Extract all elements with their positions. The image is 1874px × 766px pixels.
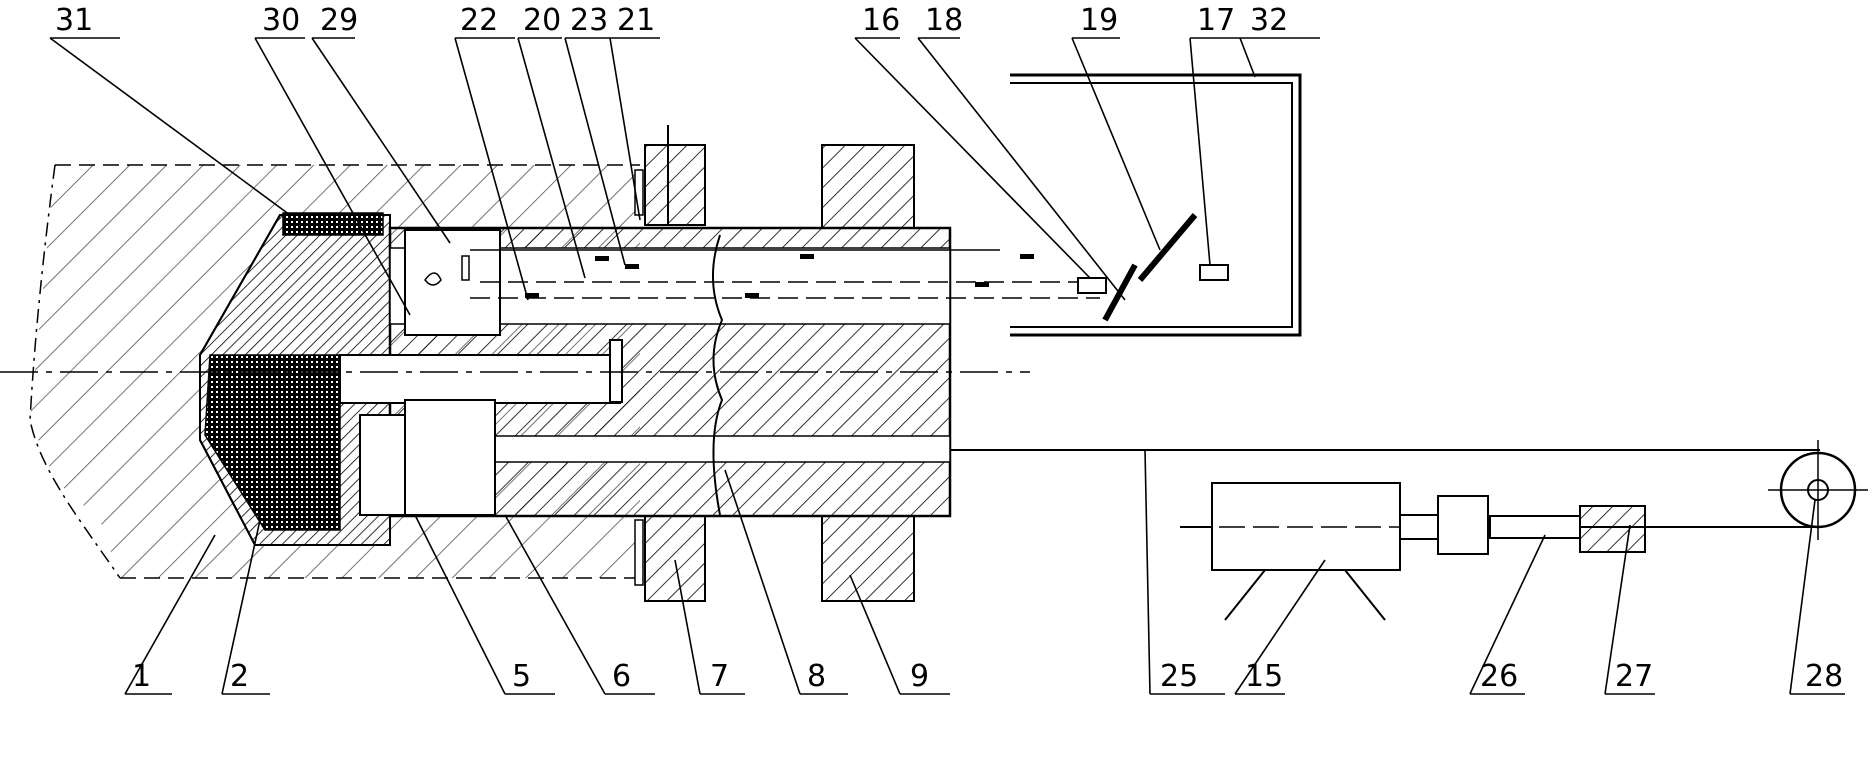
callout-label-6: 6 <box>612 659 631 694</box>
callout-label-25: 25 <box>1160 659 1198 694</box>
callout-label-16: 16 <box>862 3 900 38</box>
callout-label-23: 23 <box>570 3 608 38</box>
callout-leader-19 <box>1072 38 1160 250</box>
callout-label-31: 31 <box>55 3 93 38</box>
callout-label-29: 29 <box>320 3 358 38</box>
callout-label-19: 19 <box>1080 3 1118 38</box>
drive-assembly <box>950 440 1868 620</box>
callout-leader-25 <box>1145 450 1150 694</box>
receiver-housing <box>1010 75 1300 335</box>
callout-label-9: 9 <box>910 659 929 694</box>
callout-label-21: 21 <box>617 3 655 38</box>
callout-label-27: 27 <box>1615 659 1653 694</box>
callout-label-20: 20 <box>523 3 561 38</box>
callout-label-5: 5 <box>512 659 531 694</box>
callout-label-15: 15 <box>1245 659 1283 694</box>
callout-label-26: 26 <box>1480 659 1518 694</box>
callout-label-2: 2 <box>230 659 249 694</box>
callout-label-32: 32 <box>1250 3 1288 38</box>
callout-label-8: 8 <box>807 659 826 694</box>
callout-label-17: 17 <box>1197 3 1235 38</box>
callout-leader-32 <box>1240 38 1255 77</box>
callout-label-30: 30 <box>262 3 300 38</box>
callout-leader-17 <box>1190 38 1210 265</box>
callout-label-7: 7 <box>710 659 729 694</box>
callout-label-18: 18 <box>925 3 963 38</box>
callout-label-28: 28 <box>1805 659 1843 694</box>
callout-label-22: 22 <box>460 3 498 38</box>
callout-label-1: 1 <box>132 659 151 694</box>
